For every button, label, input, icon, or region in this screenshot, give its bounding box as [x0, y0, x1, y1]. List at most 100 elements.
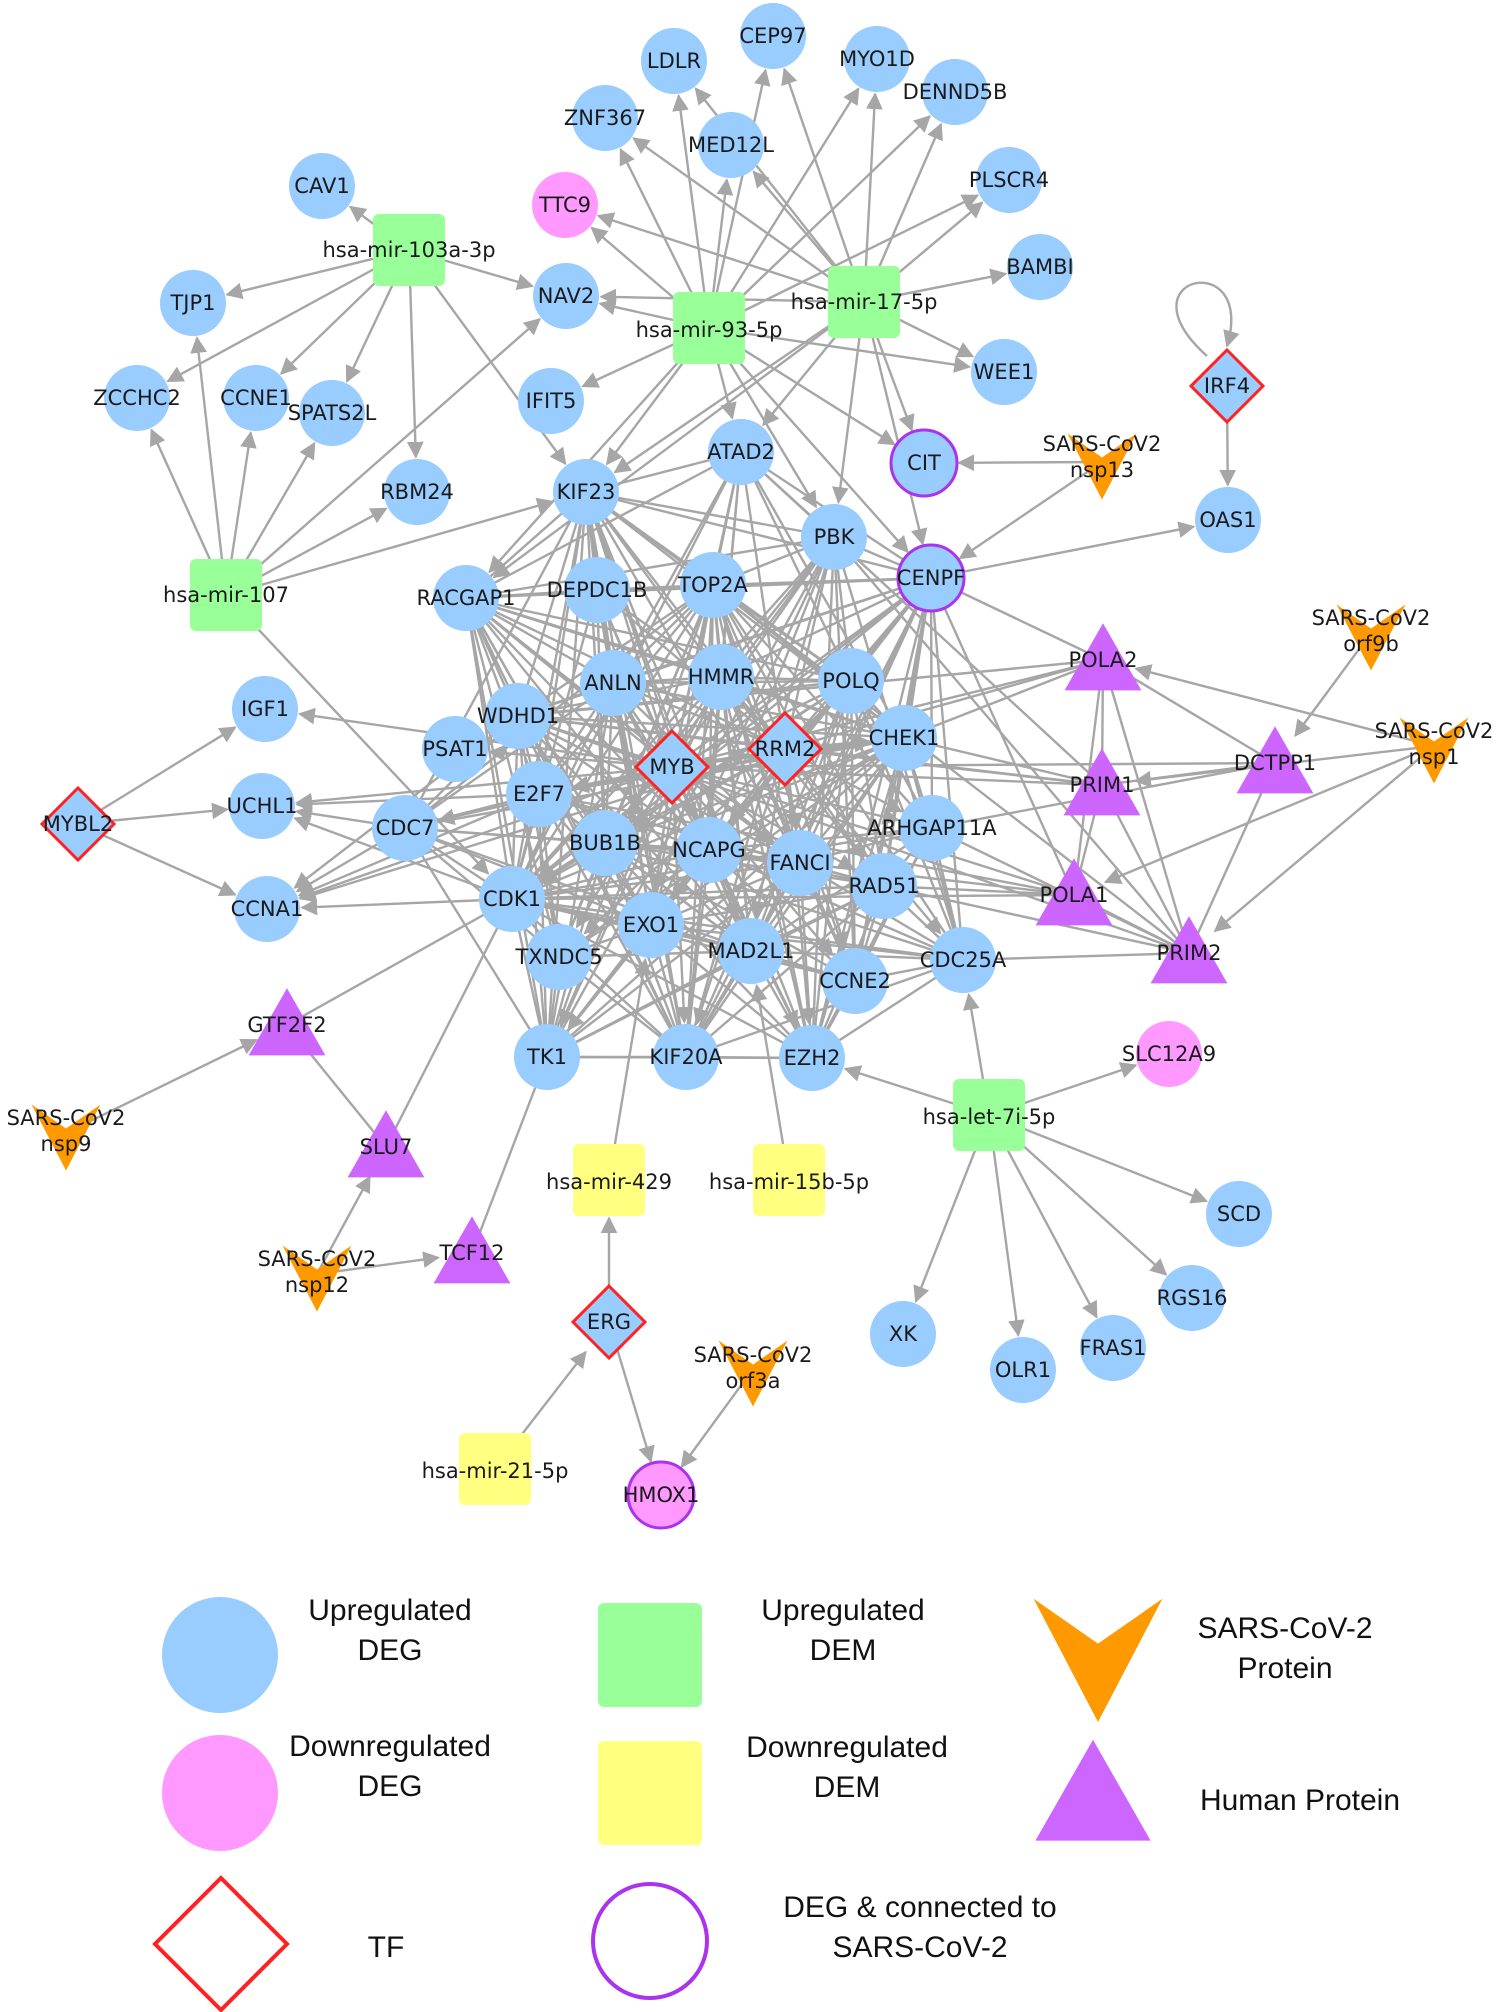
node-depdc1b[interactable]: DEPDC1B	[547, 557, 648, 623]
node-dennd5b[interactable]: DENND5B	[903, 59, 1008, 125]
node-ttc9[interactable]: TTC9	[532, 172, 598, 238]
edge-irf4-self-loop	[1175, 281, 1240, 357]
node-spats2l[interactable]: SPATS2L	[288, 380, 377, 446]
node-racgap1[interactable]: RACGAP1	[416, 565, 516, 631]
node-wee1[interactable]: WEE1	[971, 339, 1037, 405]
node-cit[interactable]: CIT	[889, 428, 959, 498]
node-label-txndc5: TXNDC5	[514, 945, 602, 969]
node-hsa-mir-21-5p[interactable]: hsa-mir-21-5p	[422, 1433, 569, 1505]
node-psat1[interactable]: PSAT1	[422, 716, 488, 782]
node-rbm24[interactable]: RBM24	[380, 459, 454, 525]
node-myb[interactable]: MYB	[633, 728, 711, 806]
node-hsa-mir-93-5p[interactable]: hsa-mir-93-5p	[636, 292, 783, 364]
node-hsa-mir-107[interactable]: hsa-mir-107	[163, 559, 289, 631]
node-ccne2[interactable]: CCNE2	[819, 948, 891, 1014]
node-top2a[interactable]: TOP2A	[677, 552, 749, 618]
node-scd[interactable]: SCD	[1206, 1181, 1272, 1247]
node-rgs16[interactable]: RGS16	[1157, 1265, 1228, 1331]
node-bambi[interactable]: BAMBI	[1006, 234, 1074, 300]
node-erg[interactable]: ERG	[570, 1283, 648, 1361]
node-ldlr[interactable]: LDLR	[641, 28, 707, 94]
node-tk1[interactable]: TK1	[514, 1024, 580, 1090]
node-cenpf[interactable]: CENPF	[896, 543, 966, 613]
node-cdk1[interactable]: CDK1	[479, 866, 545, 932]
node-slu7[interactable]: SLU7	[347, 1110, 425, 1178]
node-shape-spats2l	[299, 380, 365, 446]
node-hmmr[interactable]: HMMR	[688, 644, 755, 710]
node-rad51[interactable]: RAD51	[849, 853, 920, 919]
node-nav2[interactable]: NAV2	[533, 263, 599, 329]
node-wdhd1[interactable]: WDHD1	[477, 683, 559, 749]
node-znf367[interactable]: ZNF367	[564, 85, 646, 151]
node-dctpp1[interactable]: DCTPP1	[1234, 726, 1316, 794]
node-prim2[interactable]: PRIM2	[1150, 916, 1228, 984]
node-kif20a[interactable]: KIF20A	[649, 1024, 723, 1090]
node-fanci[interactable]: FANCI	[767, 830, 833, 896]
node-ccne1[interactable]: CCNE1	[220, 365, 292, 431]
node-pola1[interactable]: POLA1	[1035, 858, 1113, 926]
node-atad2[interactable]: ATAD2	[707, 419, 775, 485]
node-chek1[interactable]: CHEK1	[869, 705, 940, 771]
node-zcchc2[interactable]: ZCCHC2	[93, 365, 181, 431]
node-fras1[interactable]: FRAS1	[1080, 1315, 1147, 1381]
node-hsa-mir-429[interactable]: hsa-mir-429	[546, 1144, 672, 1216]
node-mybl2[interactable]: MYBL2	[39, 785, 117, 863]
node-hmox1[interactable]: HMOX1	[623, 1460, 700, 1530]
node-pbk[interactable]: PBK	[801, 504, 867, 570]
node-oas1[interactable]: OAS1	[1195, 487, 1261, 553]
node-shape-dennd5b	[922, 59, 988, 125]
node-bub1b[interactable]: BUB1B	[569, 810, 641, 876]
node-shape-hmox1	[626, 1460, 696, 1530]
node-cdc7[interactable]: CDC7	[372, 795, 438, 861]
node-arhgap11a[interactable]: ARHGAP11A	[867, 795, 997, 861]
node-rrm2[interactable]: RRM2	[746, 710, 824, 788]
legend-symbol-up-dem	[598, 1603, 702, 1707]
node-tjp1[interactable]: TJP1	[160, 270, 226, 336]
node-kif23[interactable]: KIF23	[553, 459, 619, 525]
node-exo1[interactable]: EXO1	[618, 892, 684, 958]
node-plscr4[interactable]: PLSCR4	[969, 147, 1049, 213]
node-ncapg[interactable]: NCAPG	[672, 817, 746, 883]
node-hsa-mir-17-5p[interactable]: hsa-mir-17-5p	[791, 266, 938, 338]
node-mad2l1[interactable]: MAD2L1	[707, 918, 795, 984]
node-anln[interactable]: ANLN	[580, 650, 646, 716]
legend-label: Human Protein	[1200, 1784, 1400, 1817]
node-xk[interactable]: XK	[870, 1301, 936, 1367]
node-irf4[interactable]: IRF4	[1188, 347, 1266, 425]
node-hsa-mir-103a-3p[interactable]: hsa-mir-103a-3p	[322, 214, 496, 286]
node-hsa-mir-15b-5p[interactable]: hsa-mir-15b-5p	[709, 1144, 869, 1216]
node-olr1[interactable]: OLR1	[990, 1337, 1056, 1403]
node-myo1d[interactable]: MYO1D	[839, 26, 915, 92]
node-slc12a9[interactable]: SLC12A9	[1122, 1021, 1216, 1087]
node-uchl1[interactable]: UCHL1	[227, 773, 298, 839]
node-cdc25a[interactable]: CDC25A	[920, 927, 1007, 993]
node-pola2[interactable]: POLA2	[1064, 623, 1142, 691]
node-e2f7[interactable]: E2F7	[506, 761, 572, 827]
node-igf1[interactable]: IGF1	[232, 676, 298, 742]
node-polq[interactable]: POLQ	[818, 648, 884, 714]
node-shape-tcf12	[433, 1216, 511, 1284]
node-cep97[interactable]: CEP97	[739, 3, 807, 69]
node-ezh2[interactable]: EZH2	[779, 1025, 845, 1091]
node-label-slu7: SLU7	[360, 1135, 413, 1159]
node-med12l[interactable]: MED12L	[688, 112, 774, 178]
node-label-pbk: PBK	[814, 525, 856, 549]
node-label-ccna1: CCNA1	[231, 897, 304, 921]
node-label-dctpp1: DCTPP1	[1234, 751, 1316, 775]
node-txndc5[interactable]: TXNDC5	[514, 924, 603, 990]
node-ccna1[interactable]: CCNA1	[231, 876, 304, 942]
node-cav1[interactable]: CAV1	[289, 153, 355, 219]
node-ifit5[interactable]: IFIT5	[518, 368, 584, 434]
node-shape-gtf2f2	[248, 988, 326, 1056]
node-prim1[interactable]: PRIM1	[1063, 748, 1141, 816]
node-gtf2f2[interactable]: GTF2F2	[247, 988, 327, 1056]
node-tcf12[interactable]: TCF12	[433, 1216, 511, 1284]
node-hsa-let-7i-5p[interactable]: hsa-let-7i-5p	[923, 1079, 1056, 1151]
